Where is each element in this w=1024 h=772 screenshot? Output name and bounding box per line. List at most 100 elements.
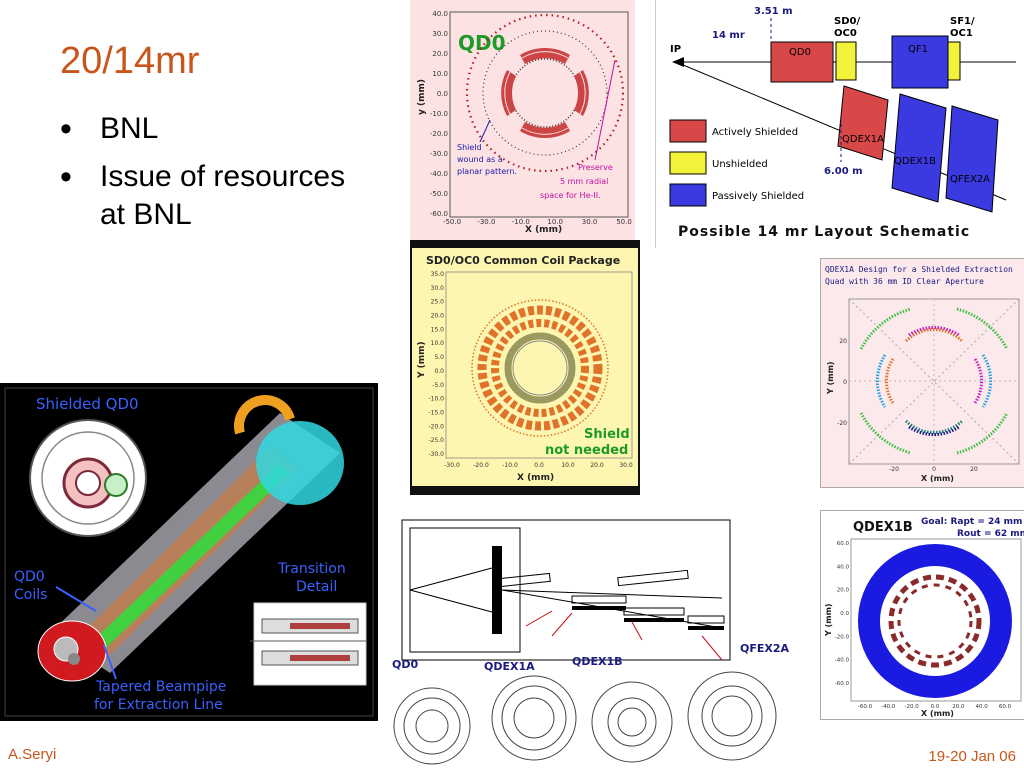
drawing-label-qd0: QD0 <box>392 658 418 671</box>
sd0-plot-panel: SD0/OC0 Common Coil Package 35.0 30.0 25.0… <box>412 248 638 486</box>
qdex1b-xtick-label: -60.0 <box>858 704 873 710</box>
label-sd0-line: SD0/ <box>834 16 860 27</box>
qdex1a-title-line: Quad with 36 mm ID Clear Aperture <box>825 277 984 286</box>
label-sf1-line: SF1/ <box>950 16 975 27</box>
qdex1b-ytick-label: -20.0 <box>835 634 850 640</box>
drawing-label-qfex2a: QFEX2A <box>740 642 790 655</box>
sd0-plot-title: SD0/OC0 Common Coil Package <box>426 254 620 267</box>
qd0-label: QD0 <box>458 31 506 55</box>
sd0-ytick-label: 20.0 <box>431 313 445 320</box>
footer-author: A.Seryi <box>8 746 57 763</box>
magnet-qdex1a <box>837 85 889 161</box>
sd0-ylabel: Y (mm) <box>417 341 427 379</box>
beampipe-label-line: for Extraction Line <box>94 697 223 713</box>
magnet-qfex2a <box>945 105 999 213</box>
sd0-ytick-label: -30.0 <box>428 451 444 458</box>
sd0-ytick-label: 0.0 <box>434 368 444 375</box>
qdex1b-ytick-label: 60.0 <box>837 541 850 547</box>
sd0-ytick-label: 10.0 <box>431 340 445 347</box>
qdex1a-figure: QDEX1A Design for a Shielded Extraction … <box>820 258 1024 488</box>
qdex1a-ylabel: Y (mm) <box>826 361 835 395</box>
sd0-xtick-label: 30.0 <box>619 462 633 469</box>
qdex1b-ytick-label: 40.0 <box>837 564 850 570</box>
drawing-label-qdex1a: QDEX1A <box>484 660 535 673</box>
bullet-line: Issue of resources <box>100 160 346 193</box>
bullet-item-bnl: BNL <box>60 110 345 148</box>
qdex1a-xtick-label: 0 <box>932 466 936 473</box>
sd0-ytick-label: 15.0 <box>431 326 445 333</box>
qdex1a-xtick-label: 20 <box>970 466 978 473</box>
legend-swatch-passive <box>669 183 707 207</box>
beampipe-label-line: Tapered Beampipe <box>95 679 226 695</box>
qd0-xtick-label: -10.0 <box>512 218 530 226</box>
sd0-ytick-label: 35.0 <box>431 271 445 278</box>
slide-title: 20/14mr <box>60 40 200 82</box>
qd0-xtick-label: -30.0 <box>477 218 495 226</box>
transition-label-line: Transition <box>277 561 346 577</box>
sd0-note-line: Shield <box>584 427 630 442</box>
qd0-ytick-label: 20.0 <box>432 50 448 58</box>
qd0-coils-label-line: QD0 <box>14 569 45 585</box>
magnet-qdex1b-label: QDEX1B <box>894 156 936 167</box>
preserve-annotation-line: Preserve <box>578 163 613 172</box>
magnet-sd0 <box>835 41 857 81</box>
render-title: Shielded QD0 <box>36 395 139 413</box>
sd0-xtick-label: 10.0 <box>561 462 575 469</box>
qdex1b-xtick-label: -40.0 <box>881 704 896 710</box>
sd0-xtick-label: 20.0 <box>590 462 604 469</box>
legend-swatch-unshielded <box>669 151 707 175</box>
qdex1b-xtick-label: -20.0 <box>905 704 920 710</box>
magnet-qfex2a-label: QFEX2A <box>950 174 990 185</box>
qd0-ylabel: y (mm) <box>417 79 427 115</box>
qd0-ytick-label: 30.0 <box>432 30 448 38</box>
qdex1b-ylabel: Y (mm) <box>824 603 833 637</box>
preserve-annotation-line: space for He-II. <box>540 191 601 200</box>
qd0-xtick-label: 30.0 <box>582 218 598 226</box>
qdex1b-ytick-label: 20.0 <box>837 588 850 594</box>
label-6-00m: 6.00 m <box>824 166 863 177</box>
qd0-ytick-label: 0.0 <box>437 90 448 98</box>
magnet-qf1 <box>891 35 949 89</box>
qd0-ytick-label: -30.0 <box>430 150 448 158</box>
qdex1a-xlabel: X (mm) <box>921 474 954 483</box>
qdex1a-ytick-label: -20 <box>837 420 847 427</box>
qdex1b-ytick-label: 0.0 <box>840 611 849 617</box>
label-ip: IP <box>670 44 681 55</box>
sd0-ytick-label: -15.0 <box>428 409 444 416</box>
qd0-ytick-label: -20.0 <box>430 130 448 138</box>
qdex1b-xlabel: X (mm) <box>921 709 954 718</box>
bullet-line: at BNL <box>100 198 192 231</box>
magnet-qf1-label: QF1 <box>908 44 928 55</box>
shield-annotation-line: Shield <box>457 143 482 152</box>
qd0-ytick-label: -60.0 <box>430 210 448 218</box>
label-sd0-line: OC0 <box>834 28 857 39</box>
qd0-plot: 40.030.020.010.00.0-10.0-20.0-30.0-40.0-… <box>417 10 632 235</box>
label-sf1-line: OC1 <box>950 28 973 39</box>
qd0-ytick-label: -50.0 <box>430 190 448 198</box>
sd0-plot: SD0/OC0 Common Coil Package 35.0 30.0 25.0… <box>417 254 633 483</box>
magnet-sf1 <box>947 41 961 81</box>
sd0-ytick-label: 25.0 <box>431 299 445 306</box>
qdex1b-ytick-label: -60.0 <box>835 681 850 687</box>
qdex1a-xtick-label: -20 <box>889 466 899 473</box>
drawing-label-qdex1b: QDEX1B <box>572 655 623 668</box>
qdex1b-xtick-label: 0.0 <box>931 704 940 710</box>
label-3-51m: 3.51 m <box>754 6 793 17</box>
bullet-list: BNL Issue of resources at BNL <box>60 110 345 244</box>
bullet-item-resources: Issue of resources at BNL <box>60 158 345 234</box>
qd0-xtick-label: -50.0 <box>443 218 461 226</box>
qdex1b-xtick-label: 40.0 <box>976 704 989 710</box>
magnet-qd0 <box>770 41 834 83</box>
magnet-qdex1b <box>891 93 947 203</box>
qdex1b-plot: QDEX1B Goal: Rapt = 24 mm Rout = 62 mm 6… <box>824 517 1024 718</box>
qdex1a-plot: QDEX1A Design for a Shielded Extraction … <box>825 265 1020 483</box>
sd0-ytick-label: 5.0 <box>434 354 444 361</box>
schematic-drawing: 3.51 m 14 mr IP QD0 SD0/ OC0 QF1 SF1/ OC… <box>669 6 1016 240</box>
sd0-ytick-label: 30.0 <box>431 285 445 292</box>
layout-drawing: QD0 QDEX1A QDEX1B QFEX2A <box>392 518 806 768</box>
footer-date: 19-20 Jan 06 <box>928 748 1016 765</box>
sd0-xlabel: X (mm) <box>517 473 554 483</box>
qd0-xtick-label: 50.0 <box>616 218 632 226</box>
sd0-ytick-label: -5.0 <box>432 382 444 389</box>
layout-line-drawing: QD0 QDEX1A QDEX1B QFEX2A <box>392 519 790 765</box>
